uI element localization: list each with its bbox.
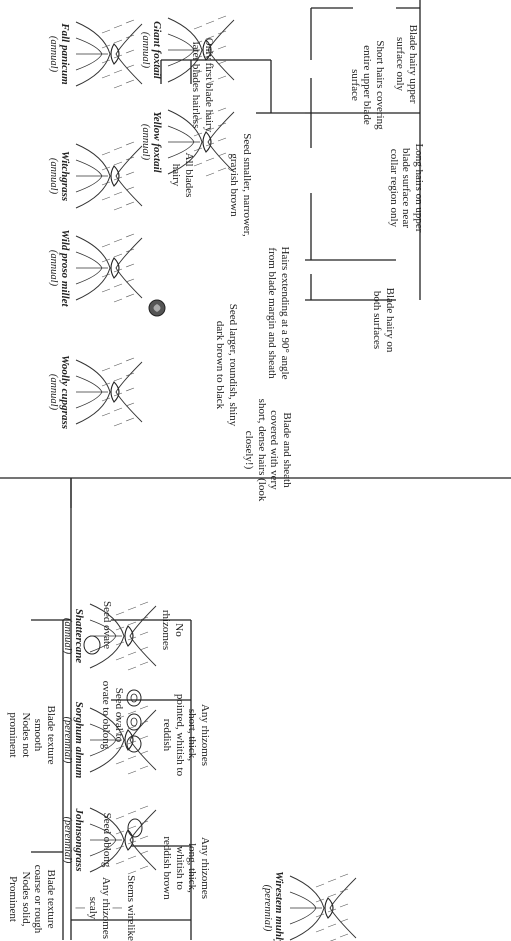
grass-collar-icon (75, 19, 143, 89)
species-name: Giant foxtail (151, 21, 163, 79)
species-label: Fall panicum(annual) (47, 4, 71, 104)
key-text-hairy-upper: Blade hairy upper surface only (394, 24, 420, 104)
seed-oval-icon (126, 689, 142, 753)
grass-collar-icon (89, 705, 157, 775)
grass-collar-icon (89, 805, 157, 875)
species-life-cycle: (annual) (48, 373, 59, 411)
key-text-both-surfaces: Blade hairy on both surfaces (371, 287, 397, 353)
key-text-long-hairs: Long hairs on upper blade surface near c… (388, 143, 425, 233)
grass-collar-icon (167, 107, 235, 177)
key-text-seed-larger: Seed larger, roundish, shiny dark brown … (214, 303, 240, 427)
grass-collar-icon (75, 357, 143, 427)
species-name: Johnsongrass (73, 808, 85, 872)
grass-collar-icon (75, 141, 143, 211)
species-life-cycle: (perennial) (262, 884, 273, 932)
species-label: Johnsongrass(perennial) (61, 790, 85, 890)
key-text-coarse: Blade texture coarse or rough Nodes soli… (7, 864, 58, 934)
grass-collar-icon (289, 873, 357, 941)
species-life-cycle: (annual) (48, 35, 59, 73)
species-name: Fall panicum (59, 23, 71, 85)
species-life-cycle: (perennial) (62, 816, 73, 864)
species-name: Woolly cupgrass (59, 354, 71, 430)
species-life-cycle: (annual) (62, 617, 73, 655)
species-label: Wirestem muhly(perennial) (261, 858, 285, 941)
species-label: Sorghum almum(perennial) (61, 690, 85, 790)
species-name: Sorghum almum (73, 701, 85, 779)
species-life-cycle: (perennial) (62, 716, 73, 764)
key-text-hairs-90: Hairs extending at a 90° angle from blad… (266, 246, 292, 380)
grass-collar-icon (89, 601, 157, 671)
key-text-smooth: Blade texture smooth Nodes not prominent (7, 705, 58, 765)
species-name: Yellow foxtail (151, 111, 163, 173)
species-label: Shattercane(annual) (61, 586, 85, 686)
seed-oblong-icon (127, 818, 143, 838)
species-name: Shattercane (73, 608, 85, 664)
key-text-no-rhizomes: No rhizomes (160, 609, 186, 651)
species-name: Wild proso millet (59, 229, 71, 307)
species-life-cycle: (annual) (48, 249, 59, 287)
species-name: Wirestem muhly (273, 871, 285, 941)
species-label: Wild proso millet(annual) (47, 218, 71, 318)
species-name: Witchgrass (59, 150, 71, 202)
grass-collar-icon (75, 233, 143, 303)
key-text-short-rhizomes: Any rhizomes short, thick, pointed, whit… (161, 693, 212, 777)
species-label: Woolly cupgrass(annual) (47, 342, 71, 442)
species-label: Witchgrass(annual) (47, 126, 71, 226)
seed-dark-icon (148, 299, 166, 317)
key-text-short-hairs: Short hairs covering entire upper blade … (349, 40, 386, 130)
key-text-dense-hairs: Blade and sheath covered with very short… (243, 398, 294, 502)
key-text-long-rhizomes: Any rhizomes long, thick, whitish to red… (161, 836, 212, 900)
grass-collar-icon (167, 15, 235, 85)
species-life-cycle: (annual) (48, 157, 59, 195)
